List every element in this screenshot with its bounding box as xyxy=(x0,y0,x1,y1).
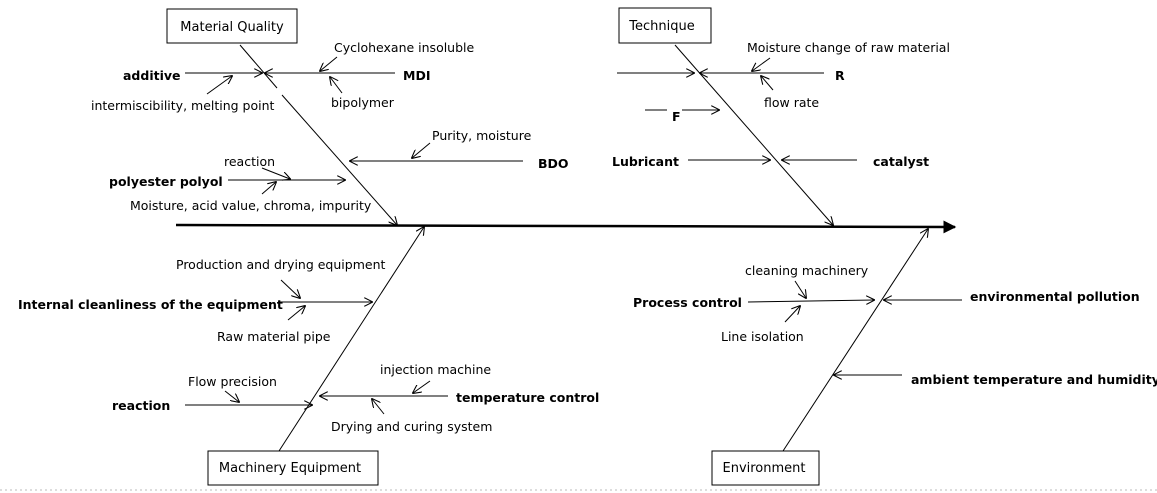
cyclohexane-arrow xyxy=(320,56,338,71)
material-quality-box xyxy=(166,8,298,44)
reaction-mat-arrow xyxy=(261,167,290,179)
moisture-acid-arrow xyxy=(261,182,276,195)
moisture-change-arrow xyxy=(752,57,771,71)
environment-box xyxy=(711,450,820,486)
reaction-mat-label: reaction xyxy=(224,154,275,169)
injection-label: injection machine xyxy=(380,362,491,377)
moisture-acid-label: Moisture, acid value, chroma, impurity xyxy=(130,198,372,213)
purity-arrow xyxy=(412,142,431,158)
additive-label: additive xyxy=(123,68,181,83)
polyester-label: polyester polyol xyxy=(109,174,223,189)
r-label: R xyxy=(835,68,845,83)
line-isolation-arrow xyxy=(784,306,800,323)
lubricant-label: Lubricant xyxy=(612,154,679,169)
technique-label: Technique xyxy=(628,19,694,34)
cleaning-label: cleaning machinery xyxy=(745,263,869,278)
catalyst-label: catalyst xyxy=(873,154,929,169)
flow-rate-arrow xyxy=(761,76,774,91)
technique-box xyxy=(618,7,712,44)
purity-label: Purity, moisture xyxy=(432,128,532,143)
raw-pipe-label: Raw material pipe xyxy=(217,329,331,344)
intermiscibility-arrow xyxy=(206,76,232,95)
env-pollution-label: environmental pollution xyxy=(970,289,1140,304)
main-spine-arrow xyxy=(175,220,957,234)
temp-control-label: temperature control xyxy=(456,390,599,405)
environment-bone xyxy=(782,229,928,452)
production-drying-label: Production and drying equipment xyxy=(176,257,385,272)
flow-rate-label: flow rate xyxy=(764,95,819,110)
injection-arrow xyxy=(413,380,431,393)
line-isolation-label: Line isolation xyxy=(721,329,804,344)
machinery-equipment-box xyxy=(207,450,379,486)
mdi-label: MDI xyxy=(403,68,430,83)
flow-precision-label: Flow precision xyxy=(188,374,277,389)
environment-label: Environment xyxy=(722,461,805,476)
process-control-label: Process control xyxy=(633,295,742,310)
production-drying-arrow xyxy=(280,279,300,298)
material-quality-label: Material Quality xyxy=(180,20,284,35)
reaction-mach-label: reaction xyxy=(112,398,170,413)
drying-curing-label: Drying and curing system xyxy=(331,419,492,434)
material-bone-upper xyxy=(239,44,278,89)
ambient-label: ambient temperature and humidity xyxy=(911,372,1157,387)
machinery-equipment-label: Machinery Equipment xyxy=(219,461,361,476)
process-control-arrow xyxy=(747,300,874,302)
f-label: F xyxy=(672,109,681,124)
cleaning-arrow xyxy=(794,280,806,298)
intermiscibility-label: intermiscibility, melting point xyxy=(91,98,275,113)
machinery-bone xyxy=(278,227,424,452)
material-bone xyxy=(281,94,397,225)
moisture-change-label: Moisture change of raw material xyxy=(747,40,950,55)
bdo-label: BDO xyxy=(538,156,569,171)
bipolymer-label: bipolymer xyxy=(331,95,395,110)
technique-bone xyxy=(674,44,833,225)
flow-precision-arrow xyxy=(224,390,239,402)
cyclohexane-label: Cyclohexane insoluble xyxy=(334,40,475,55)
internal-clean-label: Internal cleanliness of the equipment xyxy=(18,297,283,312)
drying-curing-arrow xyxy=(372,399,385,415)
bipolymer-arrow xyxy=(330,77,343,94)
raw-pipe-arrow xyxy=(287,306,305,321)
